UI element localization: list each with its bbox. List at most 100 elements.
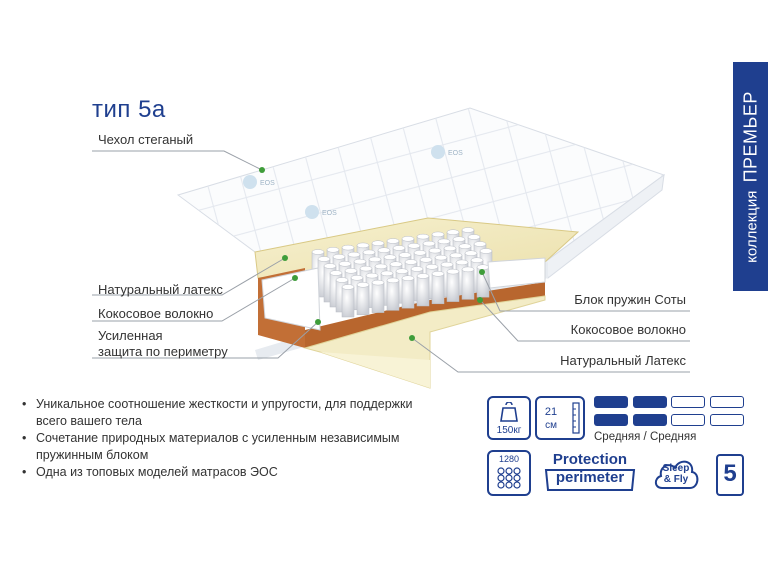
firmness-cell	[594, 396, 628, 408]
leader-coco-left	[92, 277, 296, 322]
cloud-icon	[654, 460, 699, 489]
leader-dot	[315, 319, 321, 325]
spring-coil-top	[440, 261, 454, 268]
feature-item: Одна из топовых моделей матрасов ЭОС	[22, 464, 432, 481]
ruler-icon	[572, 402, 580, 434]
leader-springs	[481, 271, 690, 312]
spring-coil-top	[344, 268, 358, 274]
sleep-line1: Sleep	[662, 463, 690, 474]
spring-grid-icon	[497, 467, 521, 489]
label-coco-left: Кокосовое волокно	[98, 306, 214, 321]
spring-coil-top	[386, 238, 400, 244]
spring-coil	[371, 282, 385, 313]
spring-coil-top	[380, 270, 394, 277]
spring-coil-top	[431, 231, 445, 238]
spring-coil-top	[416, 233, 430, 240]
spring-coil-top	[323, 263, 337, 269]
spring-coil-top	[470, 257, 484, 263]
protection-line2: perimeter	[555, 469, 625, 486]
height-badge: 21 см	[535, 396, 585, 440]
perimeter-foam-right	[487, 257, 546, 289]
spring-coil-top	[428, 247, 442, 254]
protection-perimeter-badge: Protection perimeter	[542, 452, 638, 494]
spring-coil-top	[461, 227, 475, 233]
spring-coil-top	[371, 279, 385, 286]
spring-coil-top	[359, 265, 373, 272]
spring-coil-top	[311, 249, 325, 255]
leader-coco-right	[479, 299, 690, 342]
page-title: тип 5а	[92, 96, 166, 123]
weight-badge: 150кг	[487, 396, 531, 440]
firmness-cell	[709, 414, 744, 426]
spring-coil-top	[401, 236, 415, 242]
spring-coil	[416, 275, 430, 307]
spring-coil-top	[461, 266, 475, 273]
spring-coil-top	[341, 284, 355, 290]
label-cover: Чехол стеганый	[98, 132, 194, 147]
perimeter-foam-left	[261, 267, 321, 331]
leader-lines	[92, 150, 690, 373]
firmness-cell	[632, 396, 667, 408]
spring-coil-top	[371, 240, 385, 246]
spring-coil-top	[362, 249, 376, 256]
brand-mark-text: EOS	[322, 210, 337, 217]
leader-dots	[259, 167, 485, 341]
spring-coil-top	[332, 254, 346, 260]
warranty-value: 5	[723, 460, 737, 487]
spring-coil-top	[476, 264, 490, 270]
leader-dot	[282, 255, 288, 261]
weight-value: 150кг	[496, 425, 522, 436]
spring-coil-top	[347, 251, 361, 258]
spring-coil-top	[419, 257, 433, 263]
spring-coil-top	[434, 254, 448, 261]
spring-coil-top	[326, 247, 340, 253]
spring-block	[311, 227, 493, 318]
spring-coil-top	[449, 252, 463, 259]
leader-dot	[292, 275, 298, 281]
spring-coil	[461, 269, 475, 300]
feature-list: Уникальное соотношение жесткости и упруг…	[22, 396, 432, 481]
spring-coil	[401, 277, 415, 309]
spring-coil-top	[446, 229, 460, 235]
spring-coil-top	[431, 271, 445, 277]
warranty-badge: 5	[716, 454, 744, 496]
label-perimeter-line2: защита по периметру	[98, 344, 228, 359]
firmness-cell	[671, 414, 706, 426]
brand-mark-text: EOS	[448, 150, 463, 157]
spring-coil-top	[353, 258, 367, 265]
spring-coil-top	[395, 268, 409, 274]
spring-coil	[341, 286, 355, 318]
leader-latex-right	[411, 337, 690, 373]
brand-mark-1: EOS	[243, 175, 275, 189]
firmness-cell	[632, 414, 667, 426]
label-coco-right: Кокосовое волокно	[570, 322, 686, 337]
firmness-scale-bottom	[594, 414, 744, 428]
label-springs: Блок пружин Соты	[574, 292, 686, 307]
brand-mark-2: EOS	[305, 205, 337, 219]
collection-banner: коллекция ПРЕМЬЕР	[733, 62, 768, 291]
weight-icon	[500, 402, 518, 422]
firmness-cell	[671, 396, 706, 408]
protection-line1: Protection	[552, 451, 628, 468]
sleep-line2: & Fly	[663, 474, 689, 485]
spring-coil-top	[407, 243, 421, 249]
spring-coil	[356, 284, 370, 316]
spring-coil-top	[401, 275, 415, 281]
spring-coil-top	[437, 238, 451, 245]
firmness-label: Средняя / Средняя	[594, 431, 697, 443]
label-latex-left: Натуральный латекс	[98, 282, 223, 297]
height-unit: см	[545, 420, 557, 431]
leader-perimeter	[92, 321, 319, 359]
spring-coil-top	[410, 266, 424, 272]
spring-coil-top	[368, 256, 382, 263]
spring-coil-top	[392, 245, 406, 251]
spring-coil-top	[329, 270, 343, 276]
protection-frame-icon	[544, 469, 636, 491]
leader-cover	[92, 150, 263, 171]
springs-count-value: 1280	[498, 454, 520, 464]
leader-dot	[479, 269, 485, 275]
spring-coil-top	[416, 273, 430, 279]
leader-dot	[409, 335, 415, 341]
height-value: 21	[544, 406, 558, 418]
